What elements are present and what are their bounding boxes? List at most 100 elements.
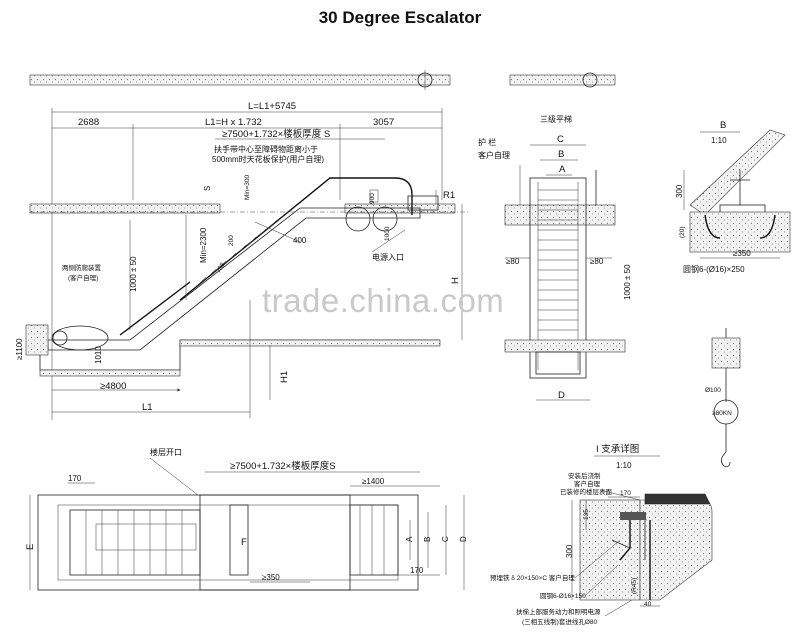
anti-climb-label-1: 两侧防爬装置 [62, 263, 102, 272]
detail-i-note-3: 已装修的楼层表面 [560, 487, 613, 496]
detail-i-300: 300 [565, 544, 574, 558]
plan-outline [37, 494, 419, 591]
detail-i-note-power-1: 扶梯上部服务动力和照明电源 [516, 607, 601, 616]
front-label-a: A [559, 164, 566, 175]
label-788: 788 [215, 261, 227, 274]
lower-pit-base [39, 369, 181, 377]
plan-label-f: F [241, 537, 247, 548]
dim-left-label: 2688 [78, 117, 99, 128]
detail-i-170: 170 [620, 490, 631, 497]
front-truss-outline [529, 177, 587, 379]
lifting-hook-block [711, 337, 741, 369]
side-view: L=L1+5745 2688 L1=H x 1.732 3057 ≥7500+1… [15, 70, 470, 420]
plan-opening-label: 楼层开口 [150, 447, 182, 457]
label-1000-50: 1000 ± 50 [129, 256, 138, 292]
plan-span-label: ≥7500+1.732×楼板厚度S [230, 460, 336, 472]
label-1000: 1000 [384, 226, 391, 241]
detail-b-300: 300 [675, 184, 684, 198]
detail-i: I 支承详图 1:10 安装后浇制 客户自理 已装修的楼层表面 170 300 … [490, 443, 713, 626]
front-label-c: C [557, 134, 564, 145]
front-top-beam [509, 74, 616, 86]
detail-i-scale: 1:10 [616, 461, 632, 470]
ceiling-note-line2: 500mm时天花板保护(用户自理) [212, 154, 324, 164]
detail-b: B 1:10 300 (20) ≥350 圆钢6-(Ø16)×250 Ø100 … [675, 120, 791, 467]
watermark: trade.china.com [262, 282, 505, 319]
plan-label-350: ≥350 [262, 573, 280, 582]
front-upper-slab [504, 204, 616, 226]
plan-upper-section [349, 504, 399, 576]
upper-pit [407, 195, 439, 211]
label-900: 900 [369, 193, 376, 204]
plan-label-170-right: 170 [410, 566, 424, 575]
detail-i-upper-floor [639, 499, 713, 601]
dim-total-label: L=L1+5745 [248, 101, 296, 112]
upper-floor-slab-right [344, 203, 456, 214]
front-label-80-left: ≥80 [506, 257, 520, 266]
front-step-rungs [538, 189, 578, 331]
front-label-1000-50: 1000 ± 50 [623, 264, 632, 300]
label-h1: H1 [279, 371, 290, 383]
detail-b-load: ≥80KN [712, 410, 732, 417]
plan-label-b: B [423, 537, 432, 542]
front-label-d: D [558, 390, 565, 401]
plan-label-e: E [25, 544, 36, 550]
plan-label-c: C [441, 536, 450, 542]
dim-span-label: ≥7500+1.732×楼板厚度 S [222, 128, 330, 140]
guard-label-2: 客户自理 [478, 150, 510, 160]
detail-i-embedded-plate [620, 512, 646, 520]
label-200: 200 [228, 235, 235, 246]
label-4800: ≥4800 [100, 381, 126, 392]
diagram-title: 30 Degree Escalator [318, 8, 482, 27]
step-lines [199, 220, 277, 284]
plan-view: 170 楼层开口 ≥7500+1.732×楼板厚度S ≥1400 F E A [25, 447, 468, 591]
lifting-hook [721, 451, 731, 467]
detail-b-label: B [720, 120, 726, 131]
label-l1: L1 [142, 402, 153, 413]
label-1100: ≥1100 [15, 338, 24, 360]
handrail-upper [179, 177, 395, 301]
anti-climb-label-2: (客户自理) [68, 273, 98, 282]
detail-b-20: (20) [679, 226, 686, 238]
front-view: 三级平梯 护 栏 客户自理 C B A ≥80 ≥80 1000 ± 50 [478, 72, 632, 401]
front-label-b: B [558, 149, 564, 160]
upper-floor-slab-left [29, 203, 221, 214]
label-h: H [450, 277, 461, 284]
plan-label-170: 170 [68, 474, 82, 483]
detail-b-slab [689, 211, 791, 253]
front-label-80-right: ≥80 [590, 257, 604, 266]
detail-i-title: I 支承详图 [596, 443, 639, 455]
label-s: S [203, 186, 212, 191]
front-stairs-label: 三级平梯 [540, 114, 572, 124]
label-1010: 1010 [94, 346, 103, 364]
detail-i-40: 40 [644, 601, 652, 608]
detail-i-note-2: 客户自理 [574, 479, 601, 488]
plan-step-lines [85, 510, 183, 575]
power-inlet-label: 电源入口 [372, 252, 404, 262]
detail-b-350: ≥350 [733, 249, 751, 258]
dim-right-label: 3057 [373, 117, 394, 128]
detail-b-beam [689, 129, 786, 216]
detail-i-note-power-2: (三相五线制)套进线孔Ø80 [522, 617, 598, 626]
dim-mid-label: L1=H x 1.732 [205, 117, 262, 128]
plan-lower-section [69, 509, 201, 576]
guard-label-1: 护 栏 [478, 137, 496, 147]
lower-drive-wheel [51, 325, 109, 351]
detail-b-scale: 1:10 [711, 136, 727, 145]
plan-label-a: A [405, 536, 414, 542]
plan-label-1400: ≥1400 [362, 477, 385, 486]
label-min2300: Min=2300 [199, 227, 208, 263]
upper-drive-wheel [345, 206, 371, 232]
detail-i-finish-layer [644, 493, 711, 505]
label-min300: Min=300 [244, 175, 251, 200]
detail-i-note-plate: 预埋铁 δ 20×150×C 客户自理 [490, 573, 575, 582]
label-r1: R1 [443, 190, 455, 201]
handrail-lower [119, 281, 191, 336]
detail-i-135: 135 [583, 509, 590, 520]
label-400: 400 [293, 236, 307, 245]
detail-i-r45: (R45) [631, 578, 638, 594]
detail-b-100: Ø100 [705, 387, 721, 394]
ceiling-note-line1: 扶手带中心至障碍物距离小于 [214, 144, 318, 154]
front-lower-slab [504, 339, 626, 353]
detail-b-rebar: 圆钢6-(Ø16)×250 [683, 264, 745, 274]
